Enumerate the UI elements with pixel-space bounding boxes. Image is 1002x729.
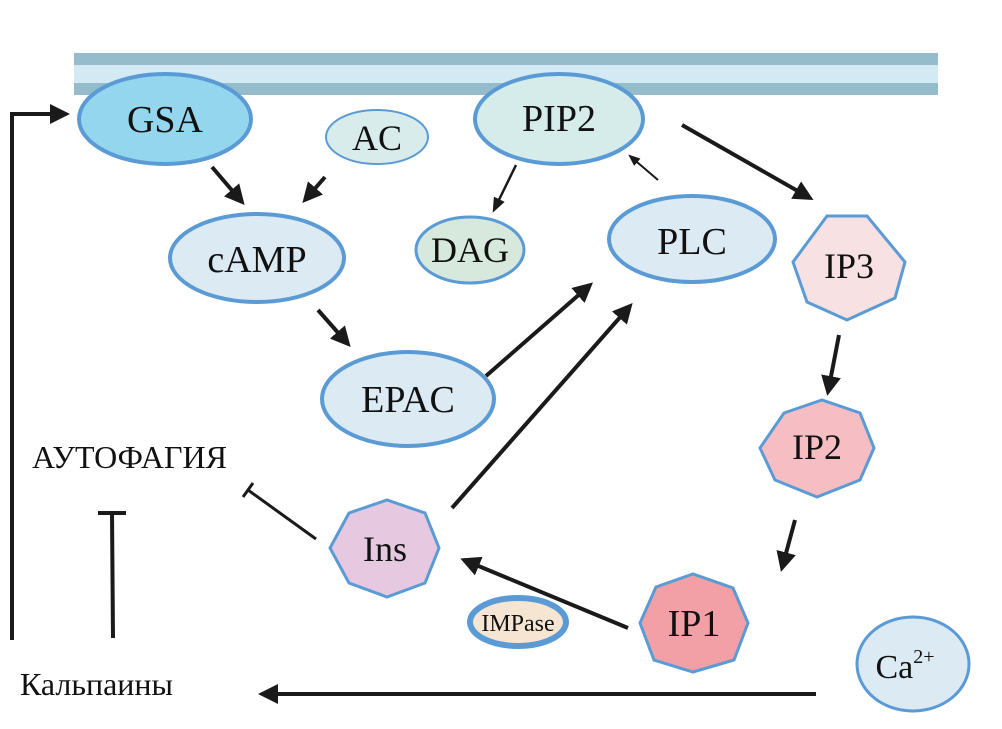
node-pip2: PIP2 <box>473 72 645 166</box>
edge-ip2-ip1 <box>776 519 797 572</box>
node-impase-label: IMPase <box>481 611 554 637</box>
autophagy-label: АУТОФАГИЯ <box>32 439 227 475</box>
node-ins: Ins <box>328 498 441 599</box>
node-plc-label: PLC <box>657 221 727 263</box>
node-dag-label: DAG <box>431 230 509 270</box>
node-gsa-label: GSA <box>127 99 204 141</box>
node-ip3: IP3 <box>791 214 907 322</box>
edge-ins-plc <box>450 302 633 510</box>
node-camp-label: cAMP <box>207 239 306 281</box>
edge-plc-pip2 <box>628 154 659 181</box>
edge-ins-autophagy-inhibition <box>241 482 317 541</box>
edge-ip1-ins <box>460 556 629 630</box>
node-gsa: GSA <box>77 72 253 166</box>
edge-camp-epac <box>316 308 351 347</box>
node-ip1-label: IP1 <box>668 603 721 645</box>
edge-calpains-gsa <box>10 104 70 640</box>
node-dag: DAG <box>414 215 526 285</box>
edge-calpains-autophagy-inhibition <box>98 511 126 639</box>
node-impase: IMPase <box>467 595 569 649</box>
node-epac: EPAC <box>320 350 496 448</box>
node-ac: AC <box>325 109 429 165</box>
node-ip2-label: IP2 <box>792 427 842 467</box>
node-camp: cAMP <box>168 212 346 304</box>
node-ca-label: Ca2+ <box>875 646 934 686</box>
node-ip3-label: IP3 <box>824 246 874 286</box>
cell-membrane <box>74 53 938 95</box>
node-ip2: IP2 <box>758 398 876 499</box>
node-ca: Ca2+ <box>855 615 971 713</box>
edges <box>10 104 841 704</box>
edge-pip2-dag <box>492 164 518 213</box>
node-ac-label: AC <box>352 118 402 158</box>
calpains-label: Кальпаины <box>20 666 173 702</box>
node-pip2-label: PIP2 <box>522 98 596 140</box>
node-epac-label: EPAC <box>361 379 455 421</box>
node-plc: PLC <box>607 194 777 284</box>
edge-ac-camp <box>302 175 327 204</box>
edge-gsa-camp <box>210 165 245 206</box>
edge-pip2-ip3 <box>681 123 814 200</box>
edge-epac-plc <box>484 282 594 378</box>
node-ip1: IP1 <box>638 572 750 674</box>
node-ins-label: Ins <box>363 529 407 569</box>
edge-ip3-ip2 <box>821 334 841 396</box>
